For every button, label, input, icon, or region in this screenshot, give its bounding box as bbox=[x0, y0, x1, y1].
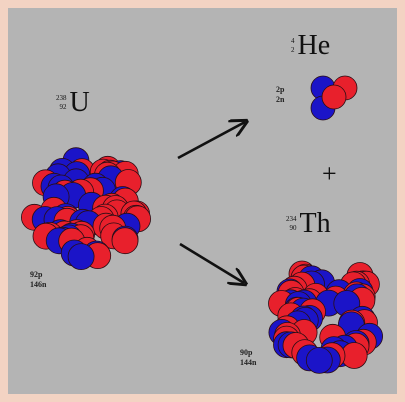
diagram-canvas bbox=[20, 75, 384, 374]
arrow-to-thorium bbox=[179, 242, 244, 283]
neutron bbox=[67, 243, 95, 271]
uranium-nucleus bbox=[20, 147, 152, 271]
neutron bbox=[305, 346, 333, 374]
thorium-particle-counts: 90p 144n bbox=[240, 348, 256, 368]
proton bbox=[321, 84, 347, 110]
uranium-symbol: U bbox=[69, 87, 90, 118]
helium-nucleus bbox=[310, 75, 358, 121]
thorium-atomic-number: 90 bbox=[289, 224, 297, 232]
uranium-label: 238 92 U bbox=[56, 89, 90, 117]
uranium-isotope-numbers: 238 92 bbox=[56, 94, 67, 112]
thorium-neutron-count: 144n bbox=[240, 358, 257, 367]
thorium-proton-count: 90p bbox=[240, 348, 253, 357]
helium-neutron-count: 2n bbox=[276, 95, 285, 104]
plus-sign: + bbox=[322, 159, 337, 188]
helium-label: 4 2 He bbox=[291, 32, 330, 60]
thorium-isotope-numbers: 234 90 bbox=[286, 215, 297, 233]
uranium-mass-number: 238 bbox=[56, 94, 67, 102]
helium-atomic-number: 2 bbox=[291, 46, 295, 54]
uranium-neutron-count: 146n bbox=[30, 280, 47, 289]
thorium-label: 234 90 Th bbox=[286, 210, 331, 238]
helium-symbol: He bbox=[297, 30, 331, 61]
decay-diagram: 238 92 U 92p 146n 4 2 He 2p 2n + 234 90 … bbox=[8, 8, 397, 394]
thorium-symbol: Th bbox=[299, 208, 331, 239]
uranium-particle-counts: 92p 146n bbox=[30, 270, 46, 290]
uranium-atomic-number: 92 bbox=[59, 103, 67, 111]
thorium-nucleus bbox=[268, 260, 384, 374]
helium-mass-number: 4 bbox=[291, 37, 295, 45]
helium-particle-counts: 2p 2n bbox=[276, 85, 284, 105]
arrow-to-helium bbox=[177, 122, 245, 160]
thorium-mass-number: 234 bbox=[286, 215, 297, 223]
helium-isotope-numbers: 4 2 bbox=[291, 37, 295, 55]
proton bbox=[111, 227, 139, 255]
helium-proton-count: 2p bbox=[276, 85, 285, 94]
uranium-proton-count: 92p bbox=[30, 270, 43, 279]
